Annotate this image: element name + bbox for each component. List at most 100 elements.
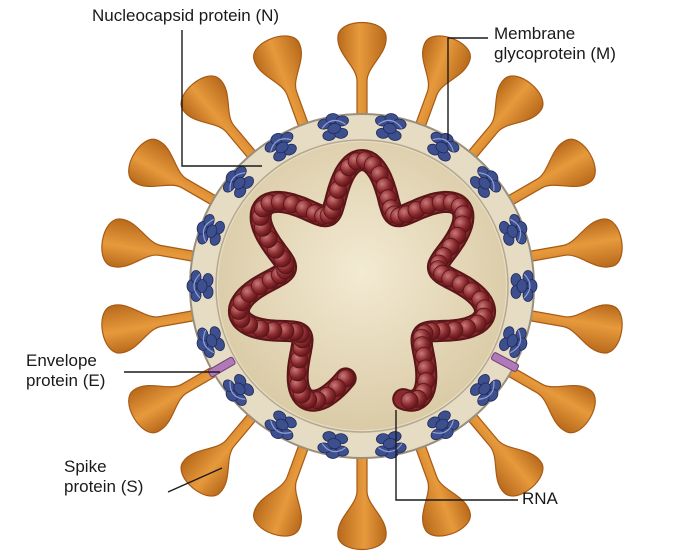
membrane-label-line2: glycoprotein (M) xyxy=(494,44,616,63)
membrane-subunit xyxy=(233,176,246,190)
membrane-subunit xyxy=(317,442,332,454)
membrane-subunit xyxy=(506,224,518,239)
membrane-subunit xyxy=(327,438,342,450)
spike-shape xyxy=(504,364,596,434)
membrane-highlight xyxy=(478,172,495,192)
membrane-glycoprotein xyxy=(427,131,460,162)
spike-shape xyxy=(180,75,259,162)
membrane-highlight xyxy=(377,443,403,453)
spike-protein xyxy=(465,75,544,162)
membrane-highlight xyxy=(202,218,215,243)
membrane-highlight xyxy=(509,329,522,354)
membrane-subunit xyxy=(275,141,289,154)
spike-shape xyxy=(413,441,471,537)
spike-shape xyxy=(101,218,199,268)
membrane-subunit xyxy=(206,333,218,348)
rna-label-text: RNA xyxy=(522,489,558,508)
spike-protein xyxy=(525,218,623,268)
membrane-glycoprotein xyxy=(427,410,460,441)
spike-protein xyxy=(101,304,199,354)
membrane-glycoprotein xyxy=(499,214,528,246)
membrane-highlight xyxy=(432,420,454,434)
spike-shape xyxy=(337,453,387,550)
membrane-highlight xyxy=(478,380,495,400)
membrane-glycoprotein xyxy=(317,113,349,141)
spike-shape xyxy=(337,22,387,119)
membrane-subunit xyxy=(430,428,444,441)
membrane-glycoprotein xyxy=(317,431,349,459)
spike-proteins xyxy=(101,22,623,550)
spike-shape xyxy=(253,35,311,131)
spike-protein xyxy=(504,138,596,208)
spike-protein xyxy=(504,364,596,434)
membrane-leader xyxy=(447,37,488,140)
spike-shape xyxy=(465,75,544,162)
spike-protein xyxy=(413,441,471,537)
membrane-subunit xyxy=(233,382,246,396)
spike-shape xyxy=(413,35,471,131)
spike-shape xyxy=(465,410,544,497)
membrane-subunit xyxy=(327,122,342,134)
membrane-highlight xyxy=(229,380,246,400)
membrane-subunit xyxy=(222,379,236,393)
spike-shape xyxy=(180,410,259,497)
spike-shape xyxy=(128,138,220,208)
rna-label: RNA xyxy=(522,489,558,509)
spike-shape xyxy=(128,364,220,434)
membrane-glycoprotein xyxy=(222,166,254,198)
spike-protein xyxy=(253,35,311,131)
spike-shape xyxy=(504,138,596,208)
membrane-subunit xyxy=(477,393,490,406)
membrane-label-line1: Membrane xyxy=(494,24,576,43)
membrane-glycoproteins xyxy=(186,113,538,459)
spike-protein xyxy=(337,22,387,119)
spike-protein xyxy=(128,364,220,434)
membrane-subunit xyxy=(488,179,502,193)
envelope-protein-bar xyxy=(491,352,520,372)
membrane-subunit xyxy=(478,176,491,190)
spike-shape xyxy=(101,304,199,354)
leader-lines xyxy=(124,30,518,501)
spike-label-line2: protein (S) xyxy=(64,477,144,496)
membrane-glycoprotein xyxy=(222,374,254,406)
spike-protein xyxy=(253,441,311,537)
membrane-subunit xyxy=(522,288,534,302)
membrane-subunit xyxy=(516,279,528,293)
membrane-highlight xyxy=(321,443,347,453)
membrane-subunit xyxy=(280,131,294,144)
membrane-glycoprotein xyxy=(196,326,225,358)
membrane-glycoprotein xyxy=(470,374,502,406)
membrane-highlight xyxy=(377,119,403,129)
membrane-glycoprotein-label: Membrane glycoprotein (M) xyxy=(494,24,616,64)
spike-protein xyxy=(180,410,259,497)
membrane-subunit xyxy=(435,141,449,154)
nucleocapsid-label-text: Nucleocapsid protein (N) xyxy=(92,6,280,25)
envelope-protein-label: Envelope protein (E) xyxy=(26,351,105,391)
membrane-subunit xyxy=(435,418,449,431)
membrane-glycoprotein xyxy=(499,326,528,358)
membrane-subunit xyxy=(275,418,289,431)
spike-protein xyxy=(525,304,623,354)
spike-protein xyxy=(413,35,471,131)
envelope-label-line1: Envelope xyxy=(26,351,97,370)
membrane-highlight xyxy=(270,420,292,434)
membrane-glycoprotein xyxy=(264,131,297,162)
membrane-highlight xyxy=(229,172,246,192)
membrane-glycoprotein xyxy=(196,214,225,246)
nucleocapsid-leader xyxy=(181,30,262,167)
membrane-subunit xyxy=(190,270,202,284)
spike-shape xyxy=(525,304,623,354)
membrane-highlight xyxy=(193,273,201,299)
membrane-highlight xyxy=(270,138,292,152)
spike-shape xyxy=(525,218,623,268)
membrane-subunit xyxy=(392,118,407,130)
spike-label-line1: Spike xyxy=(64,457,107,476)
membrane-subunit xyxy=(206,224,218,239)
membrane-subunit xyxy=(234,166,247,179)
membrane-glycoprotein xyxy=(510,270,538,302)
spike-protein xyxy=(465,410,544,497)
spike-protein xyxy=(101,218,199,268)
membrane-highlight xyxy=(321,119,347,129)
spike-protein xyxy=(180,75,259,162)
